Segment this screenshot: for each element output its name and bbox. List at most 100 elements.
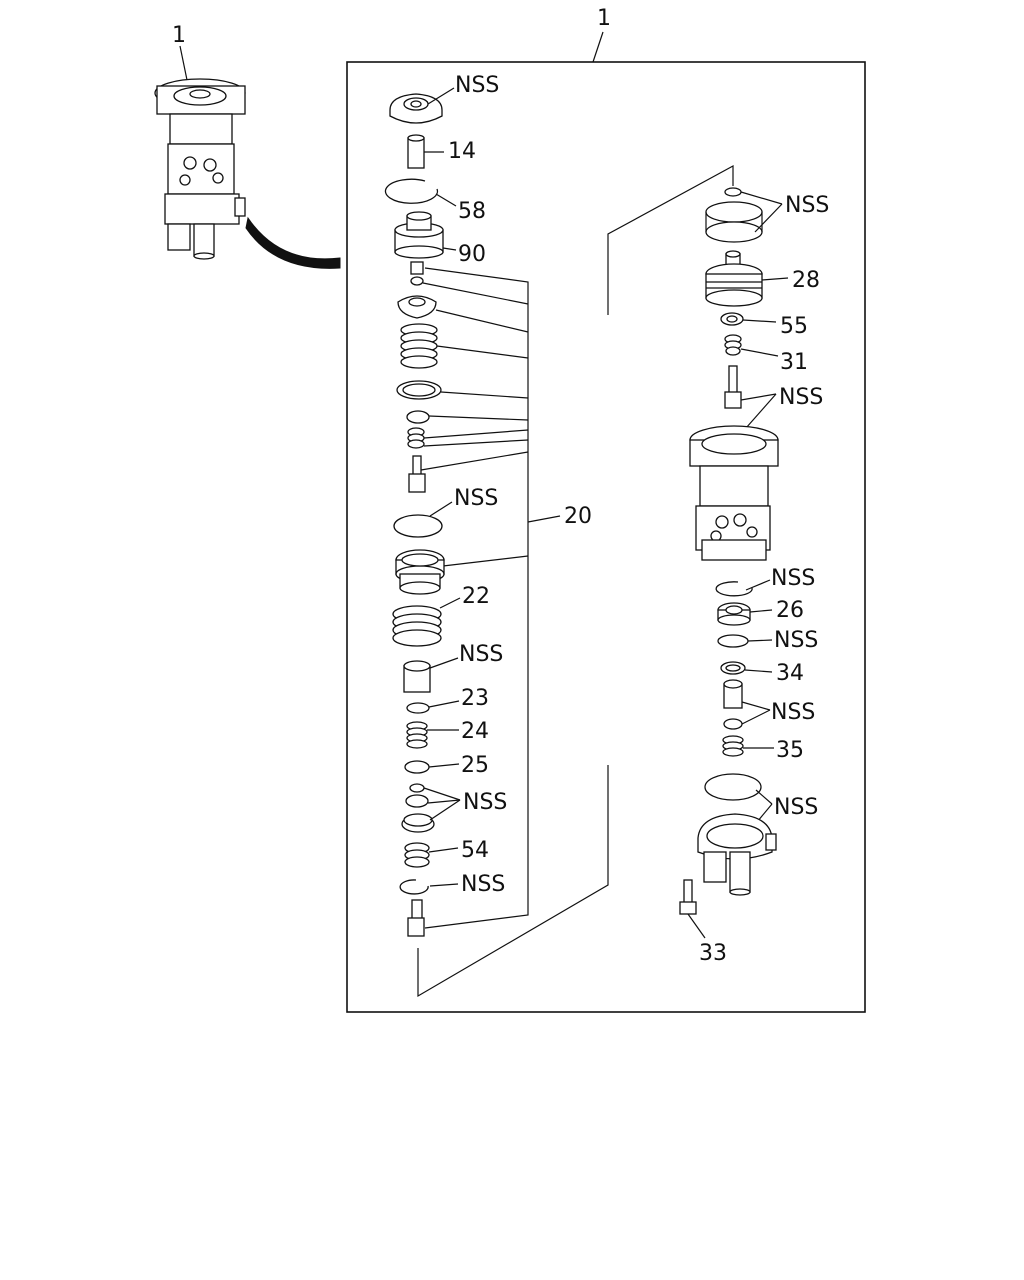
label-33: 33 bbox=[699, 941, 727, 966]
detail-arrow bbox=[245, 216, 341, 269]
small-oring-top bbox=[724, 187, 742, 197]
c90-leader bbox=[442, 247, 457, 251]
snap-ring-right bbox=[715, 581, 753, 597]
callout-1-top: 1 bbox=[597, 6, 611, 31]
c22-leader bbox=[439, 597, 461, 609]
label-34: 34 bbox=[776, 661, 804, 686]
c58-leader bbox=[435, 193, 457, 207]
callout-1-left-leader bbox=[179, 45, 188, 81]
spring-part-54 bbox=[404, 842, 430, 868]
nss-snap-leader bbox=[429, 883, 459, 887]
label-35: 35 bbox=[776, 738, 804, 763]
pin-part-14 bbox=[407, 134, 425, 169]
label-55: 55 bbox=[780, 314, 808, 339]
nss-ring2-leader bbox=[745, 579, 771, 591]
nss-top-right-leader-b bbox=[754, 203, 783, 233]
nss-rod-leader-a bbox=[740, 393, 777, 401]
washer-part-25 bbox=[404, 760, 430, 774]
small-ring-c bbox=[723, 718, 743, 730]
nss-cap-leader bbox=[427, 87, 455, 105]
nss-ring3-label: NSS bbox=[774, 628, 818, 653]
nss-rod-label: NSS bbox=[779, 385, 823, 410]
nss-rod-leader-b bbox=[745, 393, 777, 429]
nss-oring-label: NSS bbox=[454, 486, 498, 511]
snap-ring-lower bbox=[399, 879, 429, 895]
connection-line bbox=[417, 765, 609, 998]
nss-pair-leader-a bbox=[423, 787, 461, 801]
label-90: 90 bbox=[458, 242, 486, 267]
label-26: 26 bbox=[776, 598, 804, 623]
o-ring-large bbox=[393, 514, 443, 538]
nss-top-right-leader-a bbox=[740, 191, 783, 205]
c54-leader bbox=[428, 847, 459, 853]
ring-part-top bbox=[705, 201, 763, 243]
c34-leader bbox=[744, 669, 773, 673]
nss-bottom-label: NSS bbox=[774, 795, 818, 820]
nss-pair2-label: NSS bbox=[771, 700, 815, 725]
spring-part-35 bbox=[722, 735, 744, 757]
group-20-bracket bbox=[420, 267, 561, 929]
nss-bottom-leader-a bbox=[755, 789, 773, 805]
label-28: 28 bbox=[792, 268, 820, 293]
c31-leader bbox=[740, 348, 779, 357]
ring-part-nss3 bbox=[717, 634, 749, 648]
nss-oring-leader bbox=[429, 501, 453, 517]
connection-line-right bbox=[607, 164, 734, 315]
c28-leader bbox=[761, 277, 789, 281]
cap-part bbox=[389, 93, 443, 124]
nss-sleeve-leader bbox=[429, 657, 459, 669]
label-25: 25 bbox=[461, 753, 489, 778]
nss-pair2-leader-b bbox=[741, 709, 771, 725]
nss-snap-label: NSS bbox=[461, 872, 505, 897]
spring-part-24 bbox=[406, 721, 428, 749]
bottom-cover-part bbox=[697, 813, 777, 896]
group-20-parts bbox=[396, 261, 442, 493]
rod-part bbox=[724, 365, 742, 409]
callout-1-leader bbox=[592, 31, 604, 63]
small-ring-a bbox=[409, 783, 425, 793]
nss-cap-label: NSS bbox=[455, 73, 499, 98]
washer-part-23 bbox=[406, 702, 430, 714]
piston-part bbox=[395, 549, 445, 595]
ring-part-55-inner bbox=[726, 315, 738, 323]
bolt-part-33 bbox=[679, 879, 697, 915]
sleeve-part bbox=[403, 660, 431, 693]
seal-part-26 bbox=[717, 602, 751, 626]
valve-stem-part bbox=[407, 899, 425, 937]
nss-pair-leader-b bbox=[427, 799, 461, 804]
label-31: 31 bbox=[780, 350, 808, 375]
c26-leader bbox=[749, 609, 773, 613]
o-ring-lower bbox=[704, 773, 762, 801]
seal-part bbox=[401, 813, 435, 833]
callout-1-left: 1 bbox=[172, 23, 186, 48]
valve-body-part bbox=[689, 425, 779, 561]
label-23: 23 bbox=[461, 686, 489, 711]
nss-top-right-label: NSS bbox=[785, 193, 829, 218]
label-14: 14 bbox=[448, 139, 476, 164]
piston-part-28 bbox=[705, 250, 763, 307]
cup-part bbox=[723, 679, 743, 709]
small-ring-b bbox=[405, 794, 429, 808]
assembled-valve-illustration bbox=[154, 78, 246, 260]
snap-ring-58 bbox=[384, 178, 439, 204]
nss-ring2-label: NSS bbox=[771, 566, 815, 591]
c23-leader bbox=[428, 700, 460, 708]
spring-part-31 bbox=[724, 334, 742, 356]
label-20: 20 bbox=[564, 504, 592, 529]
nss-pair2-leader-a bbox=[741, 701, 771, 711]
label-54: 54 bbox=[461, 838, 489, 863]
label-58: 58 bbox=[458, 199, 486, 224]
assembly-frame bbox=[346, 61, 866, 1013]
nss-pair-leader-c bbox=[429, 799, 461, 821]
ring-part-34-inner bbox=[725, 664, 741, 672]
nss-ring3-leader bbox=[747, 639, 773, 642]
c55-leader bbox=[742, 319, 777, 323]
nss-pair-label: NSS bbox=[463, 790, 507, 815]
collar-part-90 bbox=[394, 211, 444, 259]
c33-leader bbox=[687, 913, 706, 939]
spring-part-22 bbox=[392, 605, 442, 647]
nss-sleeve-label: NSS bbox=[459, 642, 503, 667]
label-24: 24 bbox=[461, 719, 489, 744]
label-22: 22 bbox=[462, 584, 490, 609]
